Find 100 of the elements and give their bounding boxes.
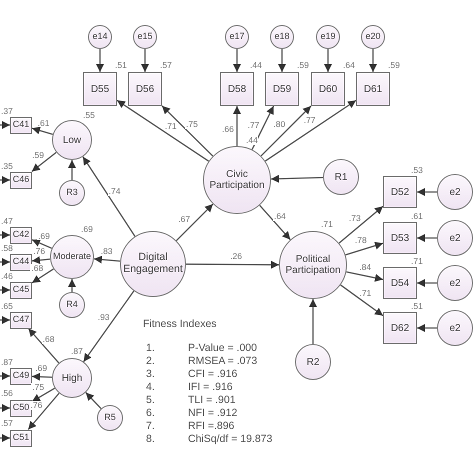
- path-coefficient: .59: [31, 150, 45, 160]
- variable-label: e14: [92, 32, 108, 42]
- fit-index-value: CFI = .916: [188, 368, 238, 380]
- variable-label: D61: [364, 84, 382, 94]
- path-arrow: [31, 152, 57, 172]
- variable-circle: [97, 405, 123, 431]
- r-squared-value: .71: [411, 257, 423, 266]
- observed-variable-box: [10, 254, 32, 270]
- variable-label: Political Participation: [284, 254, 342, 276]
- path-coefficient: .93: [96, 313, 111, 322]
- path-coefficient: .83: [100, 247, 114, 256]
- path-arrow: [309, 299, 317, 344]
- path-coefficient: .75: [31, 382, 46, 392]
- variable-label: e2: [449, 232, 461, 244]
- fit-index-value: P-Value = .000: [188, 342, 257, 354]
- r-squared-value: .44: [246, 136, 258, 144]
- r-squared-value: .69: [81, 225, 93, 234]
- path-arrow: [32, 388, 56, 402]
- variable-circle: [88, 25, 112, 49]
- path-arrow: [369, 49, 377, 72]
- r-squared-value: .87: [71, 347, 83, 356]
- r-squared-value: .59: [297, 61, 309, 70]
- variable-label: C47: [12, 315, 30, 325]
- path-arrow: [260, 106, 312, 156]
- r-squared-value: .57: [1, 419, 13, 428]
- variable-circle: [50, 235, 94, 279]
- path-arrow: [94, 256, 120, 264]
- path-coefficient: .76: [32, 247, 46, 256]
- path-coefficient: .67: [177, 215, 192, 224]
- r-squared-value: .64: [343, 61, 355, 70]
- path-coefficient: .77: [246, 121, 260, 130]
- variable-label: Digital Engagement: [122, 252, 184, 276]
- path-arrow: [0, 286, 10, 294]
- variable-circle: [316, 25, 340, 49]
- variable-label: C44: [12, 257, 30, 267]
- variable-label: e19: [320, 32, 336, 42]
- fit-index-value: TLI = .901: [188, 394, 236, 406]
- variable-circle: [133, 25, 157, 49]
- path-arrow: [0, 434, 10, 442]
- variable-label: D60: [318, 84, 338, 94]
- path-coefficient: .69: [37, 232, 51, 240]
- path-coefficient: .78: [354, 236, 368, 245]
- path-coefficient: .61: [36, 118, 50, 128]
- r-squared-value: .44: [250, 61, 262, 70]
- path-arrow: [68, 279, 76, 292]
- variable-label: D59: [272, 84, 292, 94]
- observed-variable-box: [10, 116, 32, 134]
- path-arrow: [264, 100, 356, 162]
- observed-variable-box: [383, 312, 417, 344]
- r-squared-value: .58: [1, 244, 13, 252]
- path-arrow: [32, 256, 50, 264]
- path-coefficient: .26: [229, 252, 244, 260]
- path-arrow: [338, 206, 384, 244]
- heading: Fitness Indexes: [143, 318, 217, 330]
- observed-variable-box: [128, 72, 162, 106]
- variable-label: R1: [334, 172, 348, 182]
- variable-label: C49: [12, 371, 30, 381]
- path-coefficient: .80: [272, 120, 286, 129]
- variable-circle: [52, 120, 92, 160]
- path-coefficient: .73: [348, 214, 362, 222]
- fit-index-value: IFI = .916: [188, 381, 233, 393]
- variable-label: e2: [449, 322, 461, 334]
- path-arrow: [141, 49, 149, 72]
- variable-label: D55: [90, 84, 110, 94]
- r-squared-value: .53: [411, 166, 423, 174]
- r-squared-value: .87: [1, 358, 13, 366]
- fit-index-value: RMSEA = .073: [188, 355, 258, 367]
- list-number: 1.: [146, 342, 155, 354]
- path-arrow: [324, 49, 332, 72]
- variable-label: D56: [136, 84, 154, 94]
- r-squared-value: .35: [1, 162, 13, 170]
- path-arrow: [0, 121, 10, 129]
- path-arrow: [186, 260, 279, 269]
- path-coefficient: .75: [185, 120, 199, 129]
- observed-variable-box: [10, 226, 32, 244]
- path-arrow: [340, 284, 384, 316]
- variable-label: D58: [228, 84, 246, 94]
- variable-circle: [361, 25, 385, 49]
- path-coefficient: .77: [302, 116, 317, 125]
- path-arrow: [68, 160, 76, 180]
- path-coefficient: .74: [108, 187, 122, 196]
- path-arrow: [345, 242, 384, 256]
- variable-circle: [323, 159, 359, 195]
- observed-variable-box: [383, 176, 417, 208]
- path-arrow: [82, 156, 136, 237]
- variable-label: R4: [66, 300, 78, 310]
- r-squared-value: .71: [321, 220, 333, 228]
- path-arrow: [278, 49, 286, 72]
- variable-circle: [120, 231, 186, 297]
- path-coefficient: .84: [358, 262, 372, 272]
- variable-label: C46: [12, 175, 30, 185]
- variable-circle: [59, 180, 85, 206]
- observed-variable-box: [10, 400, 32, 416]
- r-squared-value: .61: [411, 212, 423, 220]
- path-arrow: [346, 271, 384, 282]
- variable-label: e15: [137, 32, 153, 42]
- path-arrow: [417, 324, 437, 332]
- observed-variable-box: [311, 72, 345, 106]
- variable-label: Low: [62, 134, 82, 146]
- variable-label: D62: [390, 322, 410, 334]
